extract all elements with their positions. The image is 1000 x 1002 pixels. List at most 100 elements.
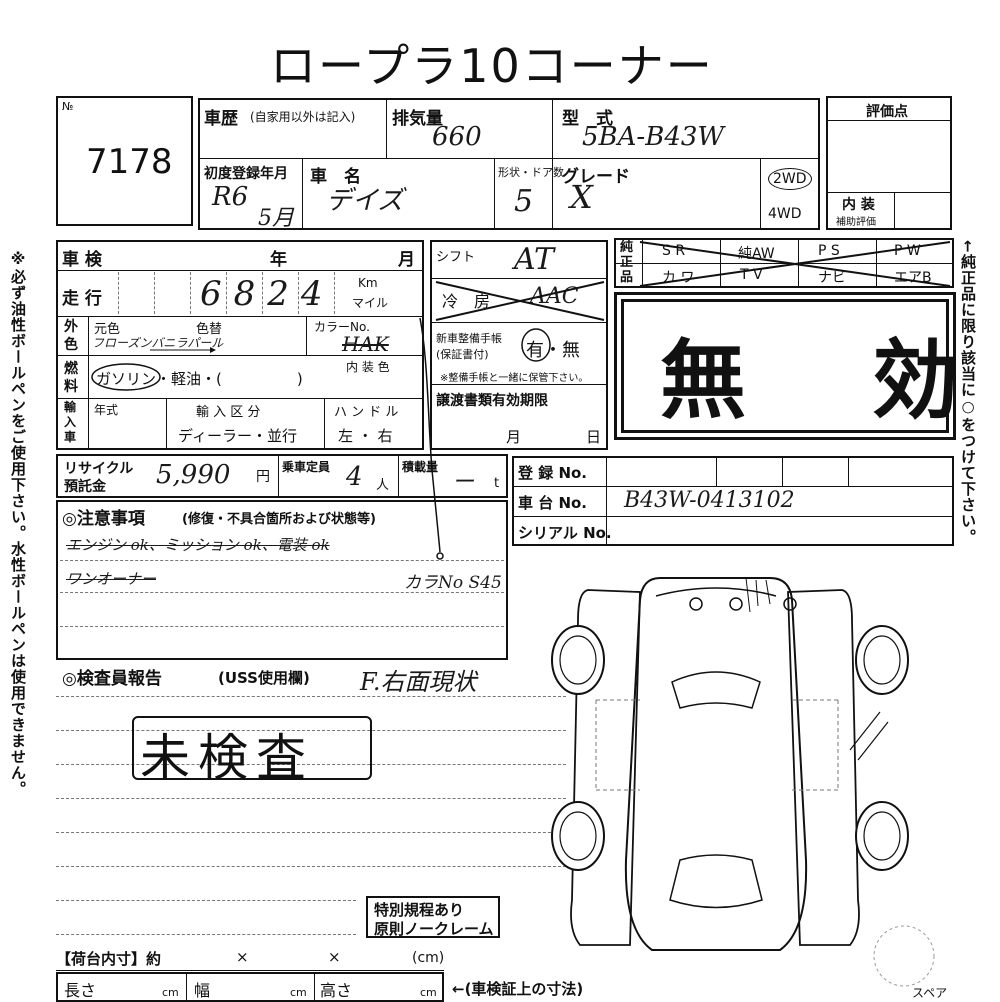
notes-label: ◎注意事項: [62, 509, 145, 529]
exterior-orig-value: フローズンバニラパール: [92, 336, 224, 350]
serial-label: シリアル No.: [518, 524, 612, 542]
capacity-unit: 人: [376, 478, 390, 493]
mileage-unit-km: Km: [358, 276, 378, 290]
recycle-unit: 円: [256, 469, 270, 485]
displacement-label: 排気量: [392, 109, 443, 129]
load-unit: t: [494, 476, 500, 491]
model-label: 型 式: [562, 109, 613, 129]
fuel-options: ガソリン・軽油・( ): [96, 370, 303, 388]
color-no-label: カラーNo.: [314, 320, 370, 334]
manual-note: ※整備手帳と一緒に保管下さい。: [440, 373, 589, 384]
doors-value: 5: [514, 184, 534, 219]
chassis-value: B43W-0413102: [624, 488, 795, 513]
notes-line1: エンジン ok、ミッション ok、電装 ok: [66, 536, 330, 554]
eval-label: 評価点: [866, 104, 908, 120]
dims-length: 長さ: [64, 981, 97, 1000]
color-no-value: HAK: [342, 332, 389, 356]
eval-sub: 補助評価: [836, 217, 876, 228]
grade-value: X: [570, 178, 593, 216]
option-navi: ナビ: [818, 270, 846, 286]
mileage-value: 6824: [200, 274, 335, 314]
displacement-value: 660: [432, 122, 482, 152]
shift-label: シフト: [436, 250, 476, 265]
sheet-title: ロープラ10コーナー: [270, 39, 714, 93]
cargo-unit: (cm): [412, 950, 445, 966]
void-stamp: 無 効: [660, 331, 978, 431]
ac-label: 冷 房: [442, 292, 491, 311]
uninspected-stamp-box: [132, 716, 372, 780]
transfer-month: 月: [506, 428, 522, 446]
dims-width: 幅: [194, 981, 211, 1000]
capacity-value: 4: [346, 462, 363, 492]
doors-label: 形状・ドア数: [498, 166, 564, 179]
cargo-x1: ×: [236, 948, 249, 966]
lot-no-label: №: [62, 100, 74, 113]
exterior-orig: 元色: [94, 322, 121, 337]
registration-block: [512, 456, 954, 546]
recycle-label2: 預託金: [64, 479, 106, 495]
option-ps: P S: [818, 243, 840, 259]
mileage-label: 走 行: [62, 289, 102, 309]
special-box: [366, 896, 500, 938]
manual-options: 有・無: [526, 340, 580, 361]
import-kind: 輸 入 区 分: [196, 405, 261, 420]
special-line2: 原則ノークレーム: [374, 920, 494, 938]
dims-height-cm: cm: [420, 986, 437, 999]
notes-line2: ワンオーナー: [66, 570, 157, 588]
special-line1: 特別規程あり: [374, 901, 465, 919]
manual-sub: (保証書付): [436, 348, 489, 361]
load-value: ー: [452, 470, 475, 495]
first-reg-era: R6: [212, 182, 249, 212]
dims-note: ←(車検証上の寸法): [452, 980, 584, 998]
mileage-unit-mile: マイル: [352, 296, 389, 310]
model-value: 5BA-B43W: [582, 122, 725, 152]
shaken-month: 月: [398, 250, 415, 270]
options-label: 純正品: [620, 240, 634, 285]
exterior-label: 外色: [64, 319, 78, 353]
recycle-label1: リサイクル: [64, 461, 134, 477]
import-label: 輸入車: [64, 400, 77, 444]
grade-label: グレード: [562, 167, 630, 187]
shaken-label: 車 検: [62, 250, 102, 270]
inspector-note: F.右面現状: [360, 668, 477, 696]
right-side-note: ←純正品に限り該当に○をつけて下さい。: [959, 240, 977, 545]
inspector-sub: (USS使用欄): [218, 669, 310, 687]
chassis-label: 車 台 No.: [518, 494, 588, 512]
left-side-note: ※必ず油性ボールペンをご使用下さい。水性ボールペンは使用できません。: [9, 250, 27, 797]
spare-label: スペア: [912, 986, 948, 1000]
transfer-label: 譲渡書類有効期限: [436, 393, 548, 409]
fuel-label: 燃料: [64, 361, 78, 395]
transfer-day: 日: [586, 428, 602, 446]
handle-label: ハ ン ド ル: [334, 405, 399, 420]
drive-4wd: 4WD: [768, 206, 802, 222]
load-label: 積載量: [402, 460, 439, 474]
interior-color-label: 内 装 色: [346, 360, 390, 374]
registration-label: 登 録 No.: [518, 464, 588, 482]
import-year: 年式: [94, 403, 119, 417]
notes-sub: (修復・不具合箇所および状態等): [182, 512, 376, 527]
exterior-repaint: 色替: [196, 322, 223, 337]
eval-interior: 内 装: [842, 197, 875, 213]
import-options: ディーラー・並行: [178, 427, 297, 445]
car-name-value: デイズ: [326, 186, 404, 216]
recycle-value: 5,990: [156, 460, 231, 490]
history-label: 車歴: [204, 109, 238, 129]
manual-label: 新車整備手帳: [436, 332, 502, 345]
void-box: [614, 292, 956, 440]
shaken-year: 年: [270, 250, 287, 270]
drive-2wd: 2WD: [768, 168, 812, 190]
notes-line3: カラNo S45: [404, 573, 502, 593]
uninspected-stamp: 未検査: [140, 729, 314, 787]
inspector-label: ◎検査員報告: [62, 669, 162, 689]
recycle-block: [56, 454, 508, 498]
history-note: (自家用以外は記入): [250, 110, 356, 124]
first-reg-label: 初度登録年月: [204, 166, 288, 182]
eval-box: [826, 96, 952, 230]
handle-options: 左 ・ 右: [338, 427, 393, 445]
shift-value: AT: [514, 242, 555, 277]
shift-block: [430, 240, 608, 450]
first-reg-month: 5月: [258, 206, 294, 231]
dims-length-cm: cm: [162, 986, 179, 999]
lot-box: № 7178: [56, 96, 193, 226]
dims-height: 高さ: [320, 981, 353, 1000]
